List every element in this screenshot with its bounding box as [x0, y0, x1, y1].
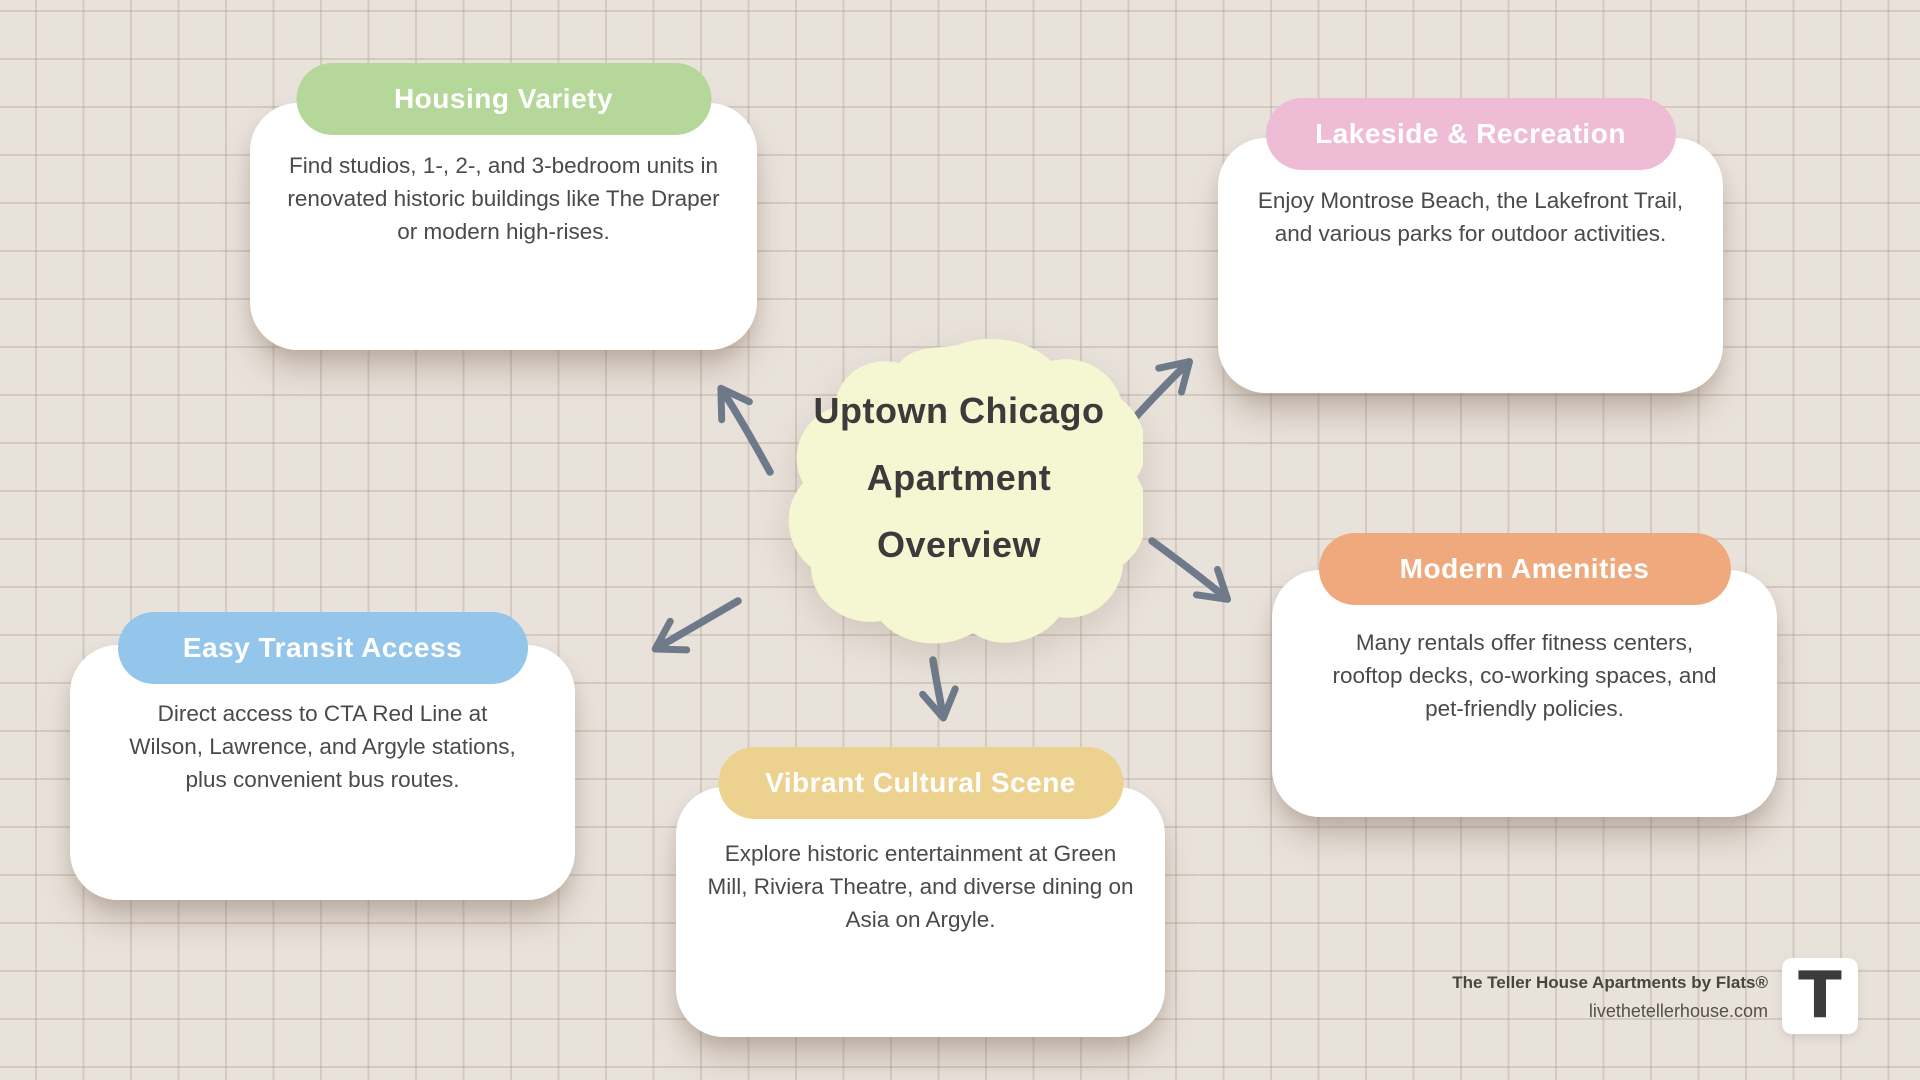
- branch-card-modern-amenities: Modern Amenities Many rentals offer fitn…: [1272, 533, 1777, 817]
- branch-card-housing-variety: Housing Variety Find studios, 1-, 2-, an…: [250, 63, 757, 350]
- arrow-to-easy-transit: [651, 597, 742, 654]
- branch-card-lakeside-recreation: Lakeside & Recreation Enjoy Montrose Bea…: [1218, 98, 1723, 393]
- branch-header-easy-transit-access: Easy Transit Access: [117, 612, 528, 684]
- branch-title: Modern Amenities: [1399, 553, 1650, 584]
- body-line: Wilson, Lawrence, and Argyle stations,: [129, 734, 516, 759]
- body-line: plus convenient bus routes.: [185, 767, 460, 792]
- branch-title: Vibrant Cultural Scene: [765, 767, 1076, 798]
- central-topic-title: Uptown Chicago Apartment Overview: [775, 377, 1143, 578]
- branch-body: Enjoy Montrose Beach, the Lakefront Trai…: [1218, 138, 1723, 250]
- branch-title: Lakeside & Recreation: [1315, 118, 1626, 149]
- branch-body: Direct access to CTA Red Line at Wilson,…: [70, 645, 575, 796]
- branch-header-vibrant-cultural-scene: Vibrant Cultural Scene: [718, 747, 1123, 819]
- body-line: Mill, Riviera Theatre, and diverse dinin…: [707, 874, 1134, 899]
- branch-header-housing-variety: Housing Variety: [296, 63, 711, 135]
- branch-body: Explore historic entertainment at Green …: [676, 787, 1165, 936]
- brand-website: livethetellerhouse.com: [1588, 1001, 1768, 1021]
- arrow-to-housing-variety: [717, 384, 774, 476]
- branch-header-lakeside-recreation: Lakeside & Recreation: [1265, 98, 1676, 170]
- blob-shape: [788, 338, 1143, 644]
- body-line: renovated historic buildings like The Dr…: [287, 186, 720, 211]
- branch-card-easy-transit-access: Easy Transit Access Direct access to CTA…: [70, 612, 575, 900]
- body-line: or modern high-rises.: [397, 219, 610, 244]
- footer-branding: The Teller House Apartments by Flats® li…: [1452, 969, 1768, 1026]
- branch-header-modern-amenities: Modern Amenities: [1318, 533, 1731, 605]
- central-title-line: Uptown Chicago: [813, 390, 1105, 431]
- central-title-line: Apartment: [866, 457, 1052, 498]
- branch-body: Many rentals offer fitness centers, roof…: [1272, 570, 1777, 725]
- central-title-line: Overview: [876, 524, 1042, 565]
- central-topic: Uptown Chicago Apartment Overview: [775, 333, 1143, 651]
- branch-title: Easy Transit Access: [182, 632, 463, 663]
- arrow-to-cultural-scene: [919, 656, 959, 722]
- body-line: Asia on Argyle.: [845, 907, 996, 932]
- branch-body: Find studios, 1-, 2-, and 3-bedroom unit…: [250, 103, 757, 248]
- body-line: and various parks for outdoor activities…: [1274, 221, 1667, 246]
- body-line: Enjoy Montrose Beach, the Lakefront Trai…: [1257, 188, 1684, 213]
- body-line: rooftop decks, co-working spaces, and: [1332, 663, 1717, 688]
- branch-card-vibrant-cultural-scene: Vibrant Cultural Scene Explore historic …: [676, 747, 1165, 1037]
- body-line: pet-friendly policies.: [1425, 696, 1624, 721]
- body-line: Many rentals offer fitness centers,: [1355, 630, 1694, 655]
- brand-logo-letter: T: [1798, 959, 1842, 1033]
- body-line: Find studios, 1-, 2-, and 3-bedroom unit…: [289, 153, 718, 178]
- branch-title: Housing Variety: [393, 83, 614, 114]
- body-line: Direct access to CTA Red Line at: [157, 701, 488, 726]
- body-line: Explore historic entertainment at Green: [724, 841, 1117, 866]
- brand-name: The Teller House Apartments by Flats®: [1452, 973, 1768, 992]
- brand-logo: T: [1782, 958, 1858, 1034]
- arrow-to-modern-amenities: [1148, 537, 1232, 603]
